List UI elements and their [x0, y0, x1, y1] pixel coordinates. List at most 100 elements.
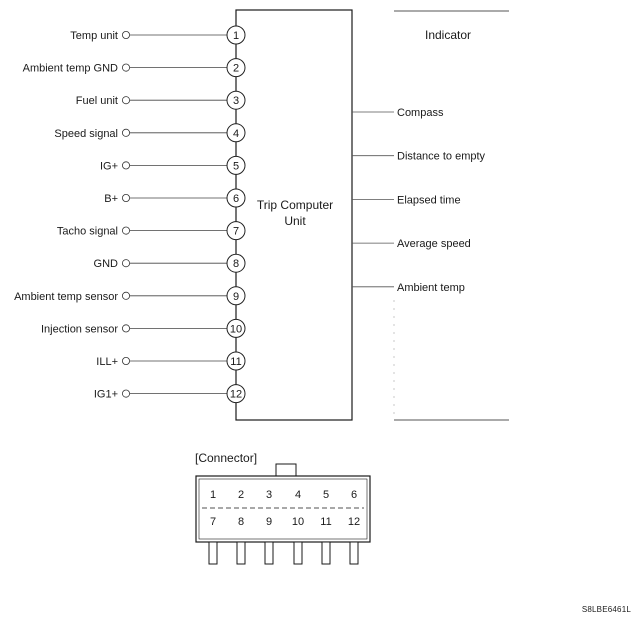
connector-leg — [293, 541, 303, 565]
pin-row: Injection sensor 10 — [41, 318, 246, 338]
indicator-output-row: Compass — [352, 107, 444, 119]
pin-row: Tacho signal 7 — [57, 221, 246, 241]
pin-terminal — [122, 63, 131, 72]
pin-number: 10 — [230, 323, 242, 335]
pin-row: Speed signal 4 — [54, 123, 246, 143]
pin-terminal — [122, 226, 131, 235]
connector-leg — [264, 541, 274, 565]
output-label: Elapsed time — [397, 194, 461, 206]
connector-pin-number: 6 — [351, 489, 357, 501]
pin-row: Temp unit 1 — [70, 25, 246, 45]
pin-label: IG+ — [100, 160, 118, 172]
pin-number-circle — [226, 90, 246, 110]
pin-number-circle — [226, 253, 246, 273]
connector-leg — [321, 541, 331, 565]
pin-row: GND 8 — [94, 253, 246, 273]
pin-number: 1 — [233, 30, 239, 42]
connector-inner-frame — [198, 478, 368, 540]
pin-label: Temp unit — [70, 30, 118, 42]
pin-number-circle — [226, 286, 246, 306]
indicator-title: Indicator — [425, 28, 471, 42]
pin-label: Speed signal — [54, 128, 118, 140]
pin-terminal — [122, 389, 131, 398]
pin-label: ILL+ — [96, 356, 118, 368]
pin-number-circle — [226, 351, 246, 371]
output-label: Average speed — [397, 238, 471, 250]
connector-pin-number: 1 — [210, 489, 216, 501]
pin-number-circle — [226, 25, 246, 45]
pin-number-circle — [226, 221, 246, 241]
pin-label: IG1+ — [94, 389, 118, 401]
pin-terminal — [122, 128, 131, 137]
connector-pin-number: 3 — [266, 489, 272, 501]
pin-terminal — [122, 96, 131, 105]
pin-number-circle — [226, 384, 246, 404]
pin-number-circle — [226, 58, 246, 78]
indicator-output-row: Elapsed time — [352, 194, 461, 206]
unit-name-line1: Trip Computer — [257, 198, 333, 212]
indicator-output-row: Ambient temp — [352, 282, 465, 294]
pin-terminal — [122, 161, 131, 170]
indicator-output-row: Average speed — [352, 238, 471, 250]
pin-number: 5 — [233, 160, 239, 172]
pin-terminal — [122, 356, 131, 365]
output-label: Distance to empty — [397, 151, 486, 163]
indicator-output-row: Distance to empty — [352, 151, 486, 163]
pin-row: Ambient temp GND 2 — [23, 58, 246, 78]
connector-pin-number: 7 — [210, 516, 216, 528]
pin-label: Ambient temp GND — [23, 63, 118, 75]
connector-pin-number: 12 — [348, 516, 360, 528]
pin-label: Tacho signal — [57, 226, 118, 238]
output-label: Ambient temp — [397, 282, 465, 294]
connector-pin-number: 11 — [320, 516, 331, 528]
connector-leg — [236, 541, 246, 565]
pin-terminal — [122, 193, 131, 202]
pin-terminal — [122, 30, 131, 39]
figure-code: S8LBE6461L — [582, 605, 632, 614]
pin-row: IG1+ 12 — [94, 384, 246, 404]
pin-number: 4 — [233, 128, 239, 140]
pin-number: 9 — [233, 291, 239, 303]
pin-row: Ambient temp sensor 9 — [14, 286, 246, 306]
output-label: Compass — [397, 107, 444, 119]
pin-row: Fuel unit 3 — [76, 90, 246, 110]
connector-pin-number: 5 — [323, 489, 329, 501]
pin-number: 3 — [233, 95, 239, 107]
connector-pin-number: 4 — [295, 489, 301, 501]
connector-pin-number: 2 — [238, 489, 244, 501]
unit-name-line2: Unit — [284, 214, 306, 228]
pin-label: B+ — [104, 193, 118, 205]
pin-number: 7 — [233, 226, 239, 238]
pin-label: Ambient temp sensor — [14, 291, 118, 303]
pin-terminal — [122, 291, 131, 300]
pin-number: 6 — [233, 193, 239, 205]
pin-number-circle — [226, 318, 246, 338]
pin-number-circle — [226, 188, 246, 208]
connector-body — [195, 475, 371, 543]
pin-number: 11 — [230, 356, 241, 368]
pin-number: 8 — [233, 258, 239, 270]
pin-number-circle — [226, 123, 246, 143]
pin-terminal — [122, 324, 131, 333]
pin-label: Injection sensor — [41, 323, 118, 335]
connector-latch — [275, 463, 297, 477]
pin-row: B+ 6 — [104, 188, 246, 208]
pin-row: IG+ 5 — [100, 155, 246, 175]
connector-pin-number: 8 — [238, 516, 244, 528]
connector-leg — [208, 541, 218, 565]
pin-label: GND — [94, 258, 119, 270]
connector-pin-number: 10 — [292, 516, 304, 528]
connector-pin-number: 9 — [266, 516, 272, 528]
pin-number-circle — [226, 155, 246, 175]
connector-leg — [349, 541, 359, 565]
pin-label: Fuel unit — [76, 95, 118, 107]
pin-terminal — [122, 259, 131, 268]
pin-number: 12 — [230, 389, 242, 401]
pin-row: ILL+ 11 — [96, 351, 246, 371]
connector-title: [Connector] — [195, 451, 257, 465]
pin-number: 2 — [233, 63, 239, 75]
